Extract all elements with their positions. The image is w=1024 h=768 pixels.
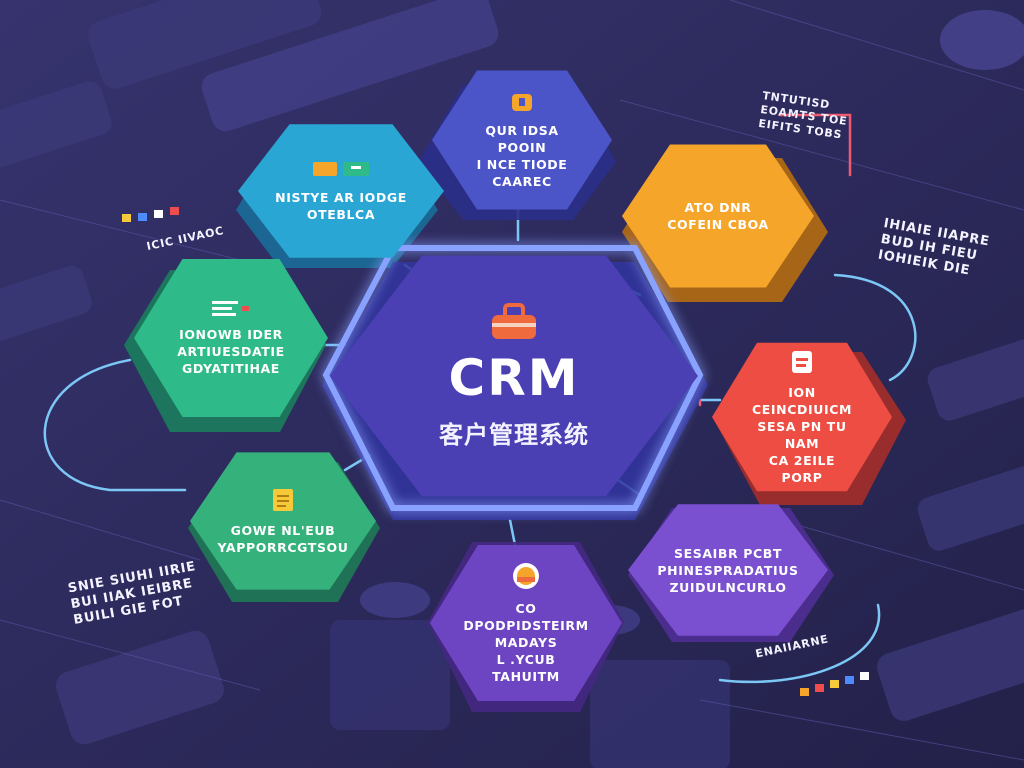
list-icon [210,299,252,317]
node-right-label: ION CEINCDIUICM SESA PN TU NAM CA 2EILE … [751,384,853,485]
center-title: CRM [448,348,580,407]
crm-center-node: CRM 客户管理系统 [330,255,698,497]
briefcase-icon [488,302,540,341]
node-bottom-left: GOWE NL'EUB YAPPORRCGTSOU [190,452,376,590]
chat-bubbles-icon [309,160,373,180]
node-top-label: QUR IDSA POOIN I NCE TIODE CAAREC [476,122,568,189]
node-bottom-left-label: GOWE NL'EUB YAPPORRCGTSOU [217,522,349,555]
node-bottom-label: CO DPODPIDSTEIRM MADAYS L .YCUB TAHUITM [463,601,589,684]
node-left-label: IONOWB IDER ARTIUESDATIE GDYATITIHAE [177,327,285,376]
node-top-right: ATO DNR COFEIN CBOA [622,144,814,288]
notepad-icon [271,487,295,513]
node-bottom-right: SESAIBR PCBT PHINESPRADATIUS ZUIDULNCURL… [628,504,828,636]
node-left: IONOWB IDER ARTIUESDATIE GDYATITIHAE [134,259,328,417]
gauge-icon [511,561,541,591]
legend-chips [122,207,869,696]
center-glow [322,245,704,511]
node-top-left-label: NISTYE AR IODGE OTEBLCA [275,189,407,222]
node-bottom-right-label: SESAIBR PCBT PHINESPRADATIUS ZUIDULNCURL… [657,545,799,595]
node-bottom: CO DPODPIDSTEIRM MADAYS L .YCUB TAHUITM [430,544,622,702]
node-right: ION CEINCDIUICM SESA PN TU NAM CA 2EILE … [712,342,892,492]
document-icon [790,349,814,375]
node-top-left: NISTYE AR IODGE OTEBLCA [238,124,444,258]
center-subtitle: 客户管理系统 [439,420,589,449]
node-top-right-label: ATO DNR COFEIN CBOA [667,200,769,232]
node-top: QUR IDSA POOIN I NCE TIODE CAAREC [432,70,612,210]
tag-icon [511,91,533,113]
